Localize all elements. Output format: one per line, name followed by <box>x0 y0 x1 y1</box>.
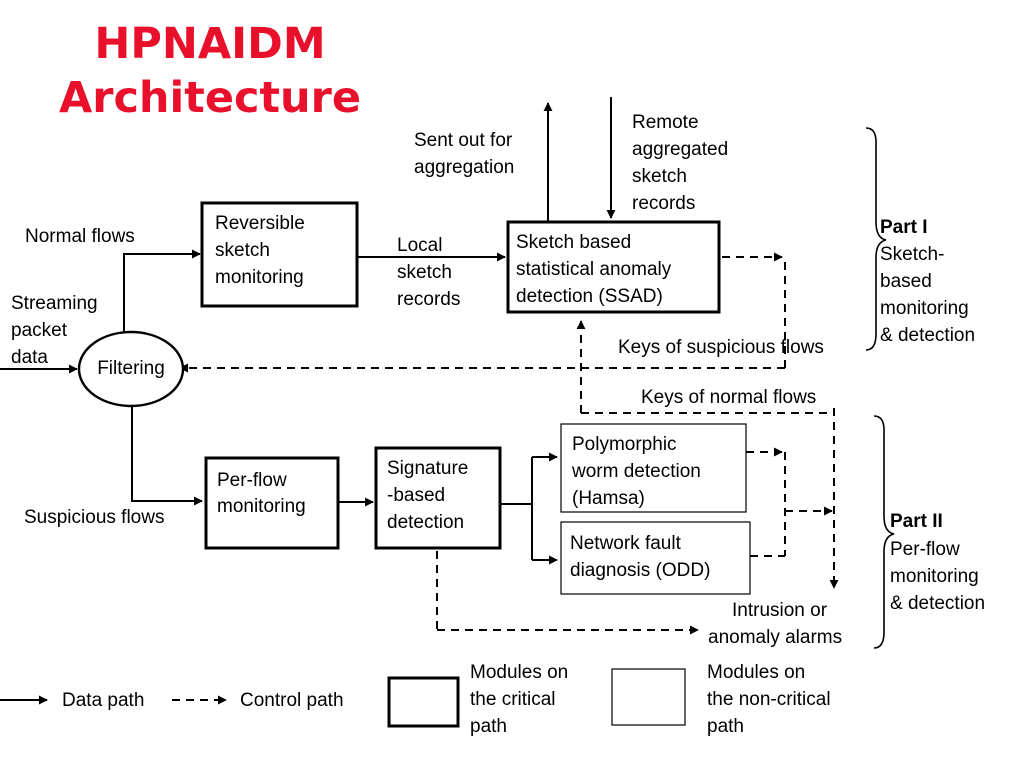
legend-noncritical-3: path <box>707 716 744 737</box>
part1-desc-2: based <box>880 271 932 292</box>
normal-flows-label: Normal flows <box>25 226 135 247</box>
keys-suspicious-label: Keys of suspicious flows <box>618 337 824 358</box>
edge-filtering-to-rsm <box>123 249 201 333</box>
legend-critical-swatch <box>387 676 460 728</box>
streaming-label-1: Streaming <box>11 293 98 314</box>
remote-label-3: sketch <box>632 166 687 187</box>
suspicious-flows-label: Suspicious flows <box>24 507 164 528</box>
part2-desc-2: monitoring <box>890 566 979 587</box>
part2-desc-3: & detection <box>890 593 985 614</box>
local-records-3: records <box>397 289 460 310</box>
part1-heading: Part I <box>880 217 928 238</box>
streaming-label-2: packet <box>11 320 68 341</box>
ssad-box <box>506 220 721 314</box>
part2-desc-1: Per-flow <box>890 539 960 560</box>
ssad-label-2: statistical anomaly <box>516 259 672 280</box>
legend-critical-2: the critical <box>470 689 556 710</box>
odd-label-1: Network fault <box>570 533 682 554</box>
local-records-2: sketch <box>397 262 452 283</box>
alarms-label-2: anomaly alarms <box>708 627 842 648</box>
part1-desc-4: & detection <box>880 325 975 346</box>
alarms-label-1: Intrusion or <box>732 600 828 621</box>
sent-out-label-2: aggregation <box>414 157 514 178</box>
streaming-label-3: data <box>11 347 48 368</box>
legend-critical-3: path <box>470 716 507 737</box>
signature-label-2: -based <box>387 485 445 506</box>
legend-noncritical-1: Modules on <box>707 662 805 683</box>
part2-heading: Part II <box>890 511 943 532</box>
legend-noncritical-2: the non-critical <box>707 689 831 710</box>
ssad-label-1: Sketch based <box>516 232 631 253</box>
rsm-label-3: monitoring <box>215 267 304 288</box>
signature-label-1: Signature <box>387 458 468 479</box>
hamsa-box <box>560 423 747 513</box>
hamsa-label-1: Polymorphic <box>572 434 677 455</box>
edge-filtering-to-perflow <box>131 405 203 506</box>
hamsa-label-2: worm detection <box>571 461 701 482</box>
rsm-box <box>200 201 359 308</box>
legend-critical-1: Modules on <box>470 662 568 683</box>
legend-noncritical-swatch <box>611 668 686 726</box>
part1-brace <box>865 127 887 351</box>
signature-box <box>374 446 502 550</box>
rsm-label-2: sketch <box>215 240 270 261</box>
keys-normal-label: Keys of normal flows <box>641 387 816 408</box>
remote-label-2: aggregated <box>632 139 728 160</box>
part2-brace <box>873 415 895 649</box>
title-line-2: Architecture <box>59 73 361 123</box>
local-records-1: Local <box>397 235 442 256</box>
sent-out-label-1: Sent out for <box>414 130 513 151</box>
legend-data-path-label: Data path <box>62 690 144 711</box>
remote-label-4: records <box>632 193 695 214</box>
perflow-label-1: Per-flow <box>217 470 287 491</box>
hamsa-label-3: (Hamsa) <box>572 488 645 509</box>
odd-label-2: diagnosis (ODD) <box>570 560 710 581</box>
perflow-box <box>204 456 340 550</box>
filtering-node <box>77 330 185 408</box>
title-line-1: HPNAIDM <box>94 19 325 69</box>
part1-desc-1: Sketch- <box>880 244 944 265</box>
rsm-label-1: Reversible <box>215 213 305 234</box>
perflow-label-2: monitoring <box>217 496 306 517</box>
odd-box <box>560 521 751 595</box>
signature-label-3: detection <box>387 512 464 533</box>
filtering-label: Filtering <box>97 358 165 379</box>
part1-desc-3: monitoring <box>880 298 969 319</box>
ssad-label-3: detection (SSAD) <box>516 286 663 307</box>
remote-label-1: Remote <box>632 112 699 133</box>
legend-control-path-label: Control path <box>240 690 344 711</box>
